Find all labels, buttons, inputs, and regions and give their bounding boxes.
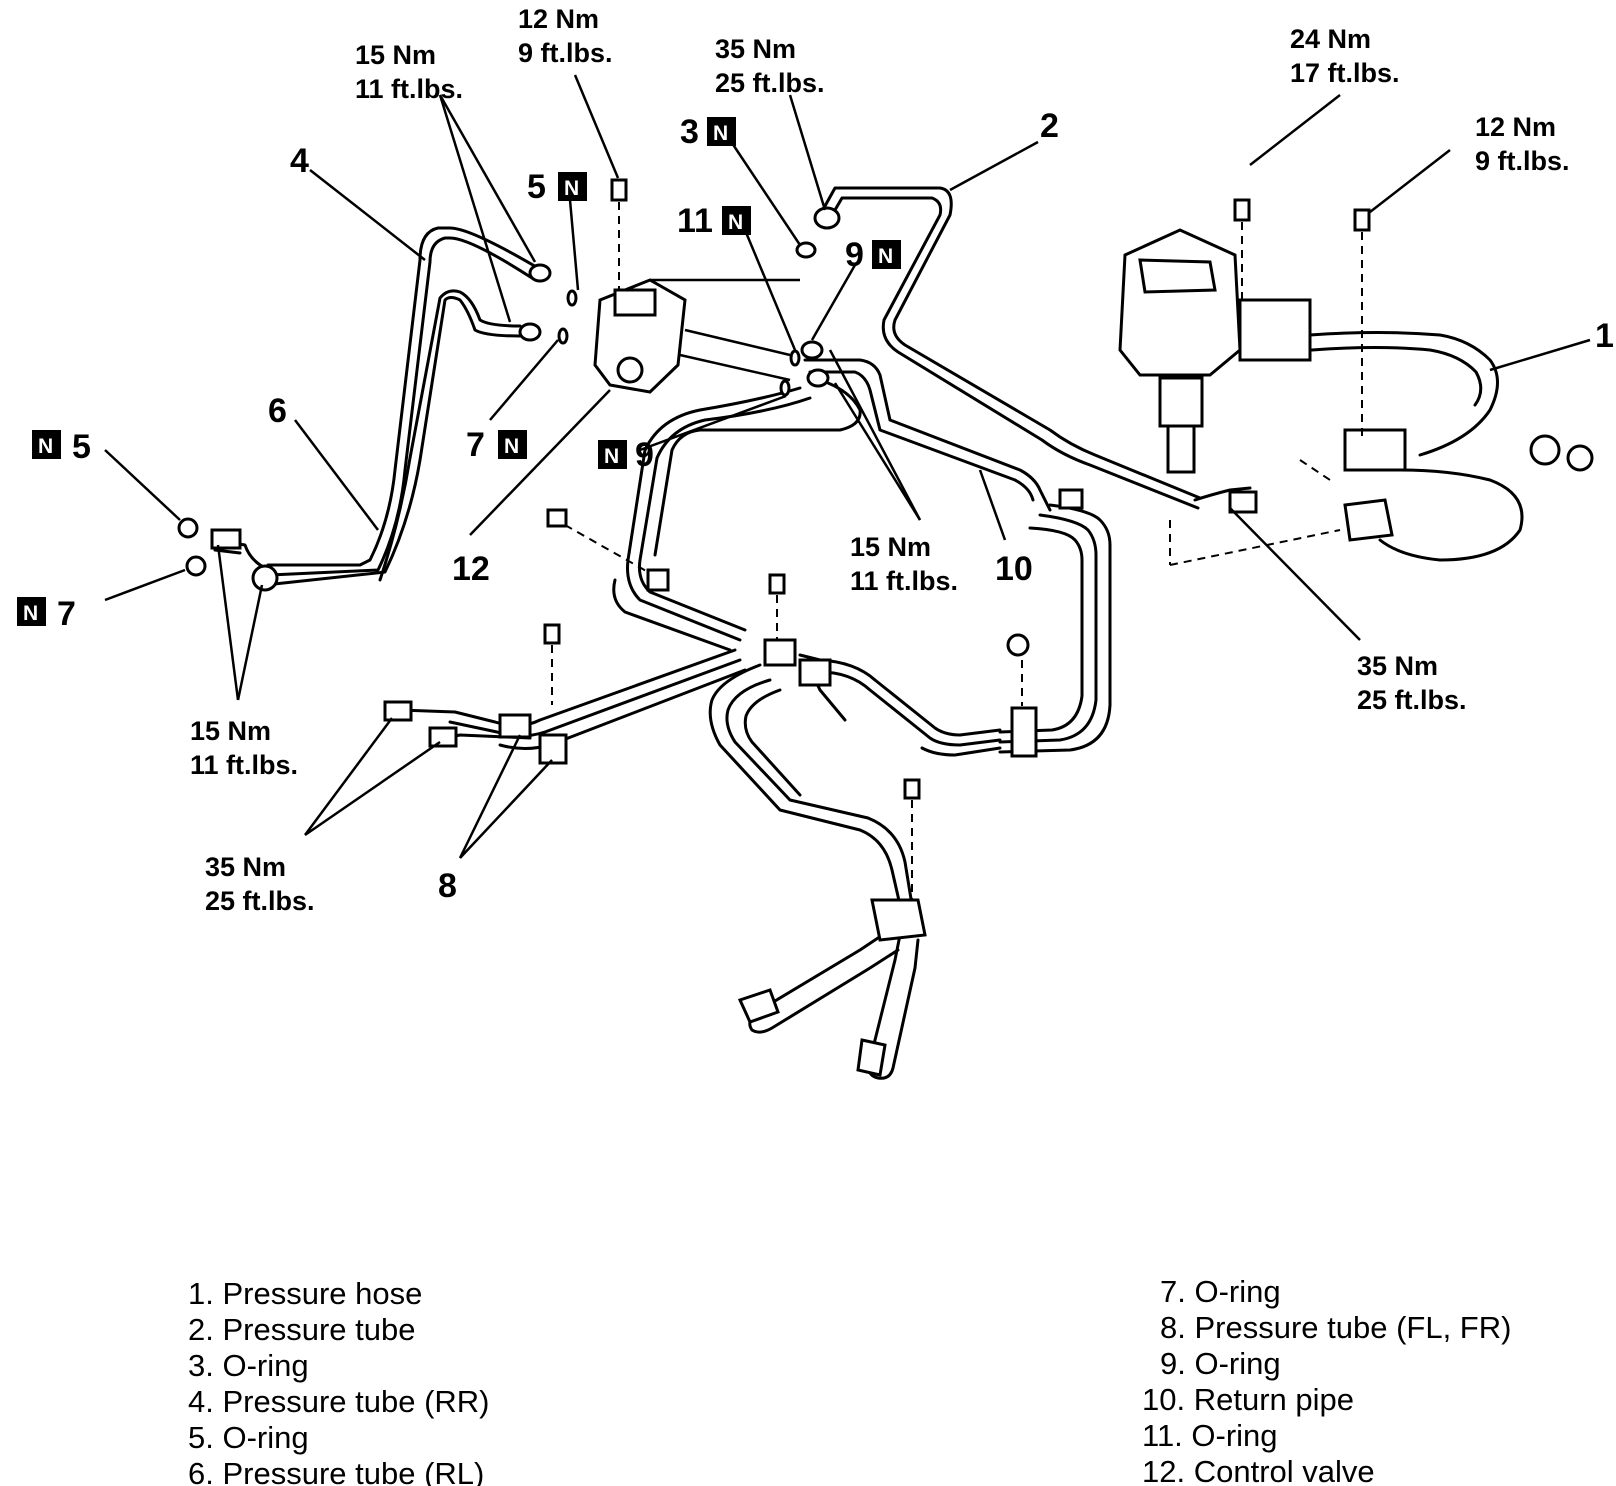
- legend-item-2: 2. Pressure tube: [188, 1312, 415, 1347]
- tube-routes: [213, 186, 1202, 907]
- torque-35nm-top: 35 Nm: [715, 34, 796, 64]
- legend-item-10: 10. Return pipe: [1142, 1382, 1354, 1417]
- callout-5: 5: [527, 168, 546, 206]
- torque-35nm-left: 35 Nm: [205, 852, 286, 882]
- torque-15nm-mid: 15 Nm: [850, 532, 931, 562]
- callout-3: 3: [680, 113, 699, 151]
- torque-12nm-top: 12 Nm: [518, 4, 599, 34]
- callout-5b: 5: [72, 428, 91, 466]
- legend-item-9: 9. O-ring: [1160, 1346, 1281, 1381]
- callout-4: 4: [290, 142, 309, 180]
- n-badge-3: [707, 117, 736, 146]
- n-badge-letter: N: [728, 211, 743, 234]
- fittings: [177, 206, 1341, 765]
- legend-item-11: 11. O-ring: [1142, 1418, 1278, 1453]
- legend-item-3: 3. O-ring: [188, 1348, 309, 1383]
- callout-1: 1: [1595, 317, 1614, 355]
- n-badge-11: [722, 206, 751, 235]
- legend-item-5: 5. O-ring: [188, 1420, 309, 1455]
- torque-labels: 12 Nm 9 ft.lbs. 15 Nm 11 ft.lbs. 35 Nm 2…: [190, 4, 1570, 916]
- n-badge-7: [498, 430, 527, 459]
- callout-7: 7: [466, 426, 485, 464]
- torque-25ftlbs-top: 25 ft.lbs.: [715, 68, 825, 98]
- legend-item-4: 4. Pressure tube (RR): [188, 1384, 490, 1419]
- torque-35nm-right: 35 Nm: [1357, 651, 1438, 681]
- torque-9ftlbs-top: 9 ft.lbs.: [518, 38, 613, 68]
- n-badge-9b: [598, 440, 627, 469]
- callout-9b: 9: [635, 436, 654, 474]
- torque-12nm-right: 12 Nm: [1475, 112, 1556, 142]
- torque-11ftlbs-left: 11 ft.lbs.: [190, 750, 298, 780]
- torque-17ftlbs: 17 ft.lbs.: [1290, 58, 1400, 88]
- n-badge-letter: N: [604, 445, 619, 468]
- legend-left: 1. Pressure hose 2. Pressure tube 3. O-r…: [188, 1276, 490, 1486]
- n-badge-letter: N: [23, 602, 38, 625]
- callout-8: 8: [438, 867, 457, 905]
- torque-11ftlbs-top: 11 ft.lbs.: [355, 74, 463, 104]
- callout-9: 9: [845, 236, 864, 274]
- torque-15nm-left: 15 Nm: [190, 716, 271, 746]
- n-badge-7b: [17, 597, 46, 626]
- pump-assembly: [1118, 198, 1594, 562]
- torque-15nm-top: 15 Nm: [355, 40, 436, 70]
- n-badge-letter: N: [504, 435, 519, 458]
- bottom-hoses: [737, 778, 927, 1080]
- legend-right: 7. O-ring 8. Pressure tube (FL, FR) 9. O…: [1142, 1274, 1511, 1486]
- n-badge-letter: N: [713, 122, 728, 145]
- n-badge-letter: N: [878, 245, 893, 268]
- torque-25ftlbs-right: 25 ft.lbs.: [1357, 685, 1467, 715]
- control-valve: [593, 178, 800, 394]
- callout-2: 2: [1040, 107, 1059, 145]
- callout-7b: 7: [57, 595, 76, 633]
- n-badge-letter: N: [564, 177, 579, 200]
- torque-11ftlbs-mid: 11 ft.lbs.: [850, 566, 958, 596]
- callout-numbers: 1 2 3 N 4 5 N 11 N 9 N 6 7 N N 9 N 5 N 7…: [17, 107, 1614, 905]
- legend-item-7: 7. O-ring: [1160, 1274, 1281, 1309]
- callout-12: 12: [452, 550, 490, 588]
- leader-lines: [104, 74, 1591, 859]
- legend-item-8: 8. Pressure tube (FL, FR): [1160, 1310, 1511, 1345]
- n-badge-5: [558, 172, 587, 201]
- legend-item-6: 6. Pressure tube (RL): [188, 1456, 484, 1486]
- torque-25ftlbs-left: 25 ft.lbs.: [205, 886, 315, 916]
- n-badge-9: [872, 240, 901, 269]
- callout-6: 6: [268, 392, 287, 430]
- n-badge-letter: N: [38, 435, 53, 458]
- legend-item-12: 12. Control valve: [1142, 1454, 1375, 1486]
- torque-24nm: 24 Nm: [1290, 24, 1371, 54]
- callout-11: 11: [677, 202, 713, 240]
- torque-9ftlbs-right: 9 ft.lbs.: [1475, 146, 1570, 176]
- legend-item-1: 1. Pressure hose: [188, 1276, 422, 1311]
- n-badge-5b: [32, 430, 61, 459]
- callout-10: 10: [995, 550, 1033, 588]
